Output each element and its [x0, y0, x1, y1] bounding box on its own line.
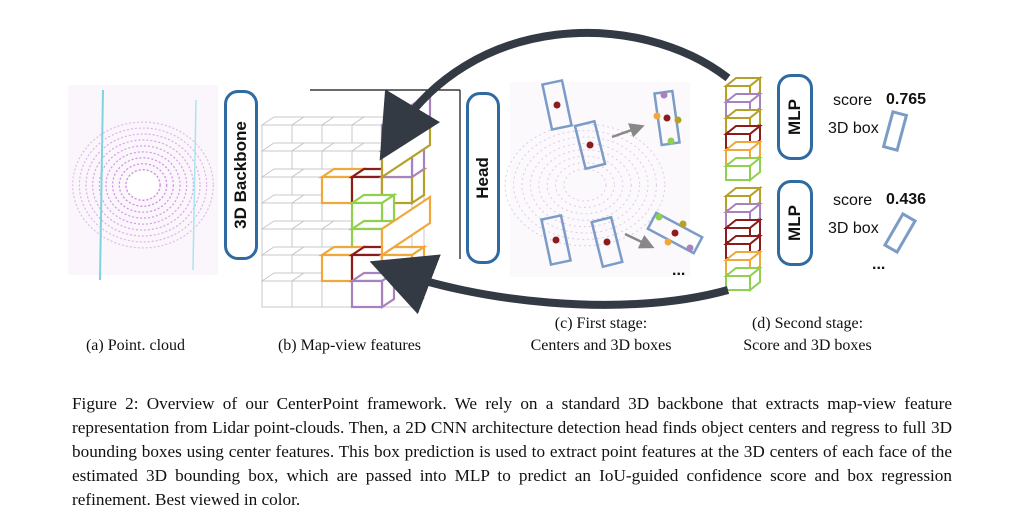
stage1-arrow [624, 232, 655, 249]
stage1-center-dot [586, 141, 594, 149]
score-label-top: score [833, 92, 873, 109]
subfigure-c-line2: Centers and 3D boxes [530, 337, 672, 354]
feature-cell-front [291, 280, 323, 308]
feature-cell-front [350, 279, 384, 309]
point-cloud-ring [111, 157, 174, 213]
point-cloud-ring [92, 139, 194, 231]
head-box: Head [466, 92, 500, 264]
feedback-arrow-bottom [369, 254, 730, 315]
point-cloud-image [68, 85, 218, 281]
point-cloud-center [127, 171, 159, 199]
point-cloud-wall [192, 99, 197, 271]
stage1-ring [521, 136, 649, 234]
subfigure-a-text: (a) Point. cloud [85, 337, 186, 354]
stage1-face-dot [663, 114, 671, 122]
stage1-face-dot [667, 137, 675, 145]
stage1-face-dot [664, 238, 672, 246]
stage1-box [573, 119, 607, 171]
feature-cell-front [261, 280, 293, 308]
stage1-ring [529, 142, 641, 228]
backbone-label: 3D Backbone [231, 121, 251, 229]
stage2-cube-front [725, 165, 751, 181]
subfigure-b-text: (b) Map-view features [277, 337, 422, 354]
stage1-center-dot [553, 101, 561, 109]
mlp-label-top: MLP [785, 99, 805, 135]
subfigure-label-a: (a) Point. cloud [68, 335, 203, 357]
subfigure-label-b: (b) Map-view features [262, 335, 437, 357]
figure: 3D Backbone Head MLP MLP score 0.765 3D … [68, 28, 927, 315]
figure-graphics [68, 28, 918, 315]
stage1-ellipsis: ... [672, 262, 686, 279]
point-cloud-ring [118, 163, 168, 207]
stage1-face-dot [660, 91, 668, 99]
stage1-face-dot [671, 229, 679, 237]
stage1-ring [546, 155, 624, 215]
output-box-icon-top [881, 109, 909, 153]
stage1-ring [513, 130, 657, 240]
backbone-box: 3D Backbone [224, 90, 258, 260]
point-cloud-ring [125, 169, 161, 201]
stage2-cube-front [725, 275, 751, 291]
mlp-box-top: MLP [777, 74, 813, 160]
stage1-ring [563, 168, 607, 202]
subfigure-label-d: (d) Second stage: Score and 3D boxes [725, 313, 890, 357]
stage1-face-dot [679, 220, 687, 228]
mlp-box-bottom: MLP [777, 180, 813, 266]
feature-cell-front [320, 175, 354, 205]
figure-caption: Figure 2: Overview of our CenterPoint fr… [72, 394, 952, 509]
box-label-bottom: 3D box [828, 220, 879, 237]
stage1-face-dot [655, 213, 663, 221]
stage1-ring [555, 162, 615, 208]
stage1-ring [538, 149, 632, 221]
stage1-face-dot [653, 112, 661, 120]
feedback-arrow-top [379, 28, 731, 161]
point-cloud-ring [98, 145, 188, 225]
point-cloud-ring [85, 133, 201, 237]
stage1-center-dot [603, 238, 611, 246]
first-stage-detections [504, 78, 704, 277]
feature-cell-front [321, 280, 353, 308]
point-cloud-ring [72, 121, 214, 249]
stage1-center-dot [552, 236, 560, 244]
subfigure-label-c: (c) First stage: Centers and 3D boxes [515, 313, 687, 357]
score-value-bottom: 0.436 [886, 191, 927, 208]
stage2-ellipsis: ... [872, 256, 886, 273]
stage1-ring [504, 123, 666, 247]
stage1-face-dot [674, 116, 682, 124]
stage1-box [590, 215, 624, 269]
point-cloud-ring [78, 127, 208, 243]
subfigure-d-line2: Score and 3D boxes [743, 337, 872, 354]
second-stage-feature-stacks [723, 75, 763, 293]
point-cloud-ring [105, 151, 181, 219]
score-label-bottom: score [833, 192, 873, 209]
stage1-face-dot [686, 244, 694, 252]
output-box-icon-bottom [882, 211, 918, 255]
box-label-top: 3D box [828, 120, 879, 137]
map-view-feature-grid [260, 89, 461, 310]
stage1-box [540, 78, 574, 132]
feature-bar-orange [380, 194, 432, 258]
stage1-box [539, 213, 573, 267]
stage1-background [510, 82, 690, 277]
feature-cell-front [320, 253, 354, 283]
stage1-arrow [611, 123, 645, 139]
score-value-top: 0.765 [886, 91, 927, 108]
subfigure-d-line1: (d) Second stage: [751, 315, 864, 332]
point-cloud-wall [99, 89, 104, 281]
head-label: Head [473, 157, 493, 199]
subfigure-c-line1: (c) First stage: [554, 315, 648, 332]
mlp-label-bottom: MLP [785, 205, 805, 241]
